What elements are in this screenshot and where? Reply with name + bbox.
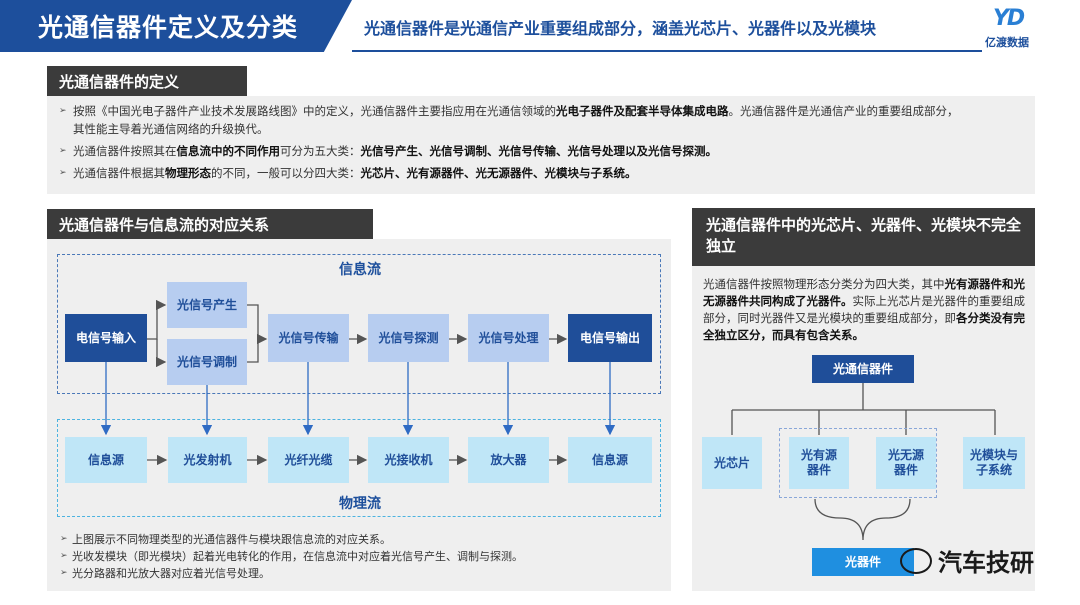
flow-panel bbox=[47, 239, 671, 591]
leaf-active-device: 光有源器件 bbox=[789, 437, 849, 489]
node-transmitter: 光发射机 bbox=[168, 437, 247, 483]
physical-flow-label: 物理流 bbox=[339, 496, 381, 512]
definition-line-3: ➢光通信器件根据其物理形态的不同，一般可以分四大类：光芯片、光有源器件、光无源器… bbox=[59, 166, 637, 180]
node-signal-transmission: 光信号传输 bbox=[268, 314, 349, 362]
node-signal-processing: 光信号处理 bbox=[468, 314, 549, 362]
title-banner: 光通信器件定义及分类 bbox=[0, 0, 352, 52]
watermark: 汽车技研 bbox=[900, 543, 1034, 578]
physical-flow-box bbox=[57, 419, 661, 517]
node-electric-input: 电信号输入 bbox=[65, 314, 147, 362]
leaf-optical-chip: 光芯片 bbox=[702, 437, 762, 489]
logo-mark: YD bbox=[993, 6, 1025, 31]
info-flow-box bbox=[57, 254, 661, 394]
flow-note-2: ➢光收发模块（即光模块）起着光电转化的作用，在信息流中对应着光信号产生、调制与探… bbox=[60, 550, 523, 563]
node-receiver: 光接收机 bbox=[368, 437, 449, 483]
leaf-passive-device: 光无源器件 bbox=[876, 437, 936, 489]
page-title: 光通信器件定义及分类 bbox=[38, 13, 299, 42]
classification-heading: 光通信器件中的光芯片、光器件、光模块不完全独立 bbox=[692, 208, 1035, 266]
node-info-source-2: 信息源 bbox=[568, 437, 652, 483]
node-info-source-1: 信息源 bbox=[65, 437, 147, 483]
logo-text: 亿渡数据 bbox=[985, 36, 1029, 49]
node-electric-output: 电信号输出 bbox=[568, 314, 652, 362]
definition-panel: ➢按照《中国光电子器件产业技术发展路线图》中的定义，光通信器件主要指应用在光通信… bbox=[47, 96, 1035, 194]
node-amplifier: 放大器 bbox=[468, 437, 549, 483]
definition-line-2: ➢光通信器件按照其在信息流中的不同作用可分为五大类：光信号产生、光信号调制、光信… bbox=[59, 144, 717, 158]
definition-heading: 光通信器件的定义 bbox=[47, 66, 247, 96]
subtitle-banner: 光通信器件是光通信产业重要组成部分，涵盖光芯片、光器件以及光模块 bbox=[352, 2, 982, 52]
page-subtitle: 光通信器件是光通信产业重要组成部分，涵盖光芯片、光器件以及光模块 bbox=[364, 19, 877, 38]
node-signal-generation: 光信号产生 bbox=[167, 282, 247, 328]
leaf-module-subsystem: 光模块与子系统 bbox=[963, 437, 1025, 489]
logo: YD 亿渡数据 bbox=[983, 6, 1075, 50]
flow-note-1: ➢上图展示不同物理类型的光通信器件与模块跟信息流的对应关系。 bbox=[60, 533, 391, 546]
info-flow-label: 信息流 bbox=[339, 262, 381, 278]
flow-heading: 光通信器件与信息流的对应关系 bbox=[47, 209, 373, 239]
definition-line-1: ➢按照《中国光电子器件产业技术发展路线图》中的定义，光通信器件主要指应用在光通信… bbox=[59, 104, 959, 136]
group-optical-device: 光器件 bbox=[812, 548, 914, 576]
node-signal-modulation: 光信号调制 bbox=[167, 339, 247, 385]
flow-note-3: ➢光分路器和光放大器对应着光信号处理。 bbox=[60, 567, 270, 580]
node-fiber-cable: 光纤光缆 bbox=[268, 437, 349, 483]
tree-root: 光通信器件 bbox=[812, 355, 914, 383]
wechat-icon bbox=[900, 547, 932, 574]
device-group-box bbox=[779, 428, 937, 498]
node-signal-detection: 光信号探测 bbox=[368, 314, 449, 362]
classification-text: 光通信器件按照物理形态分类分为四大类，其中光有源器件和光无源器件共同构成了光器件… bbox=[703, 277, 1025, 342]
